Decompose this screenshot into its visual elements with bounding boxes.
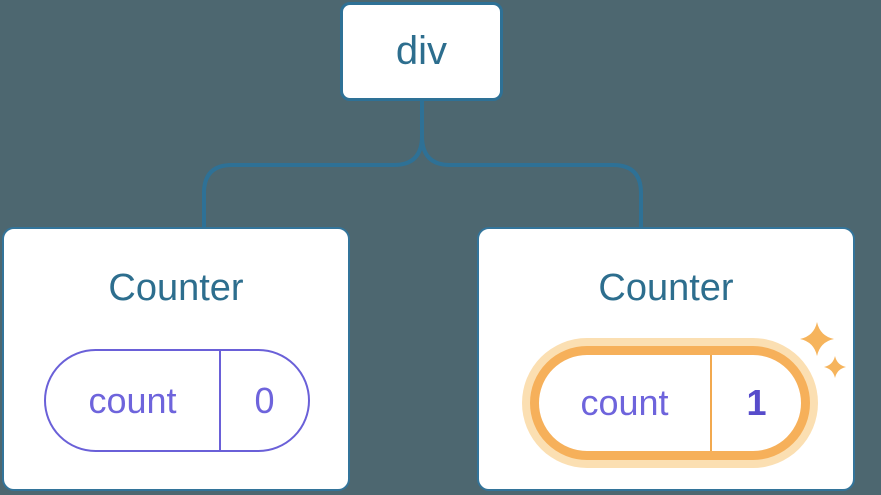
root-node-label: div <box>395 29 448 73</box>
state-name-label: count <box>539 355 712 451</box>
state-value: 1 <box>746 382 767 423</box>
component-title: Counter <box>598 267 734 309</box>
counter-card-left: Counter count 0 <box>2 227 350 491</box>
state-pill-highlighted: count 1 <box>530 346 810 460</box>
connector-left-branch <box>202 99 424 228</box>
counter-card-right: Counter count 1 <box>477 227 855 491</box>
root-node: div <box>340 2 503 101</box>
component-title: Counter <box>108 267 244 309</box>
sparkle-small <box>824 356 846 378</box>
sparkle-large <box>800 322 834 356</box>
state-value: 0 <box>254 379 275 421</box>
state-pill: count 0 <box>44 349 310 452</box>
connector-right-branch <box>420 99 643 228</box>
state-name-label: count <box>46 351 221 450</box>
